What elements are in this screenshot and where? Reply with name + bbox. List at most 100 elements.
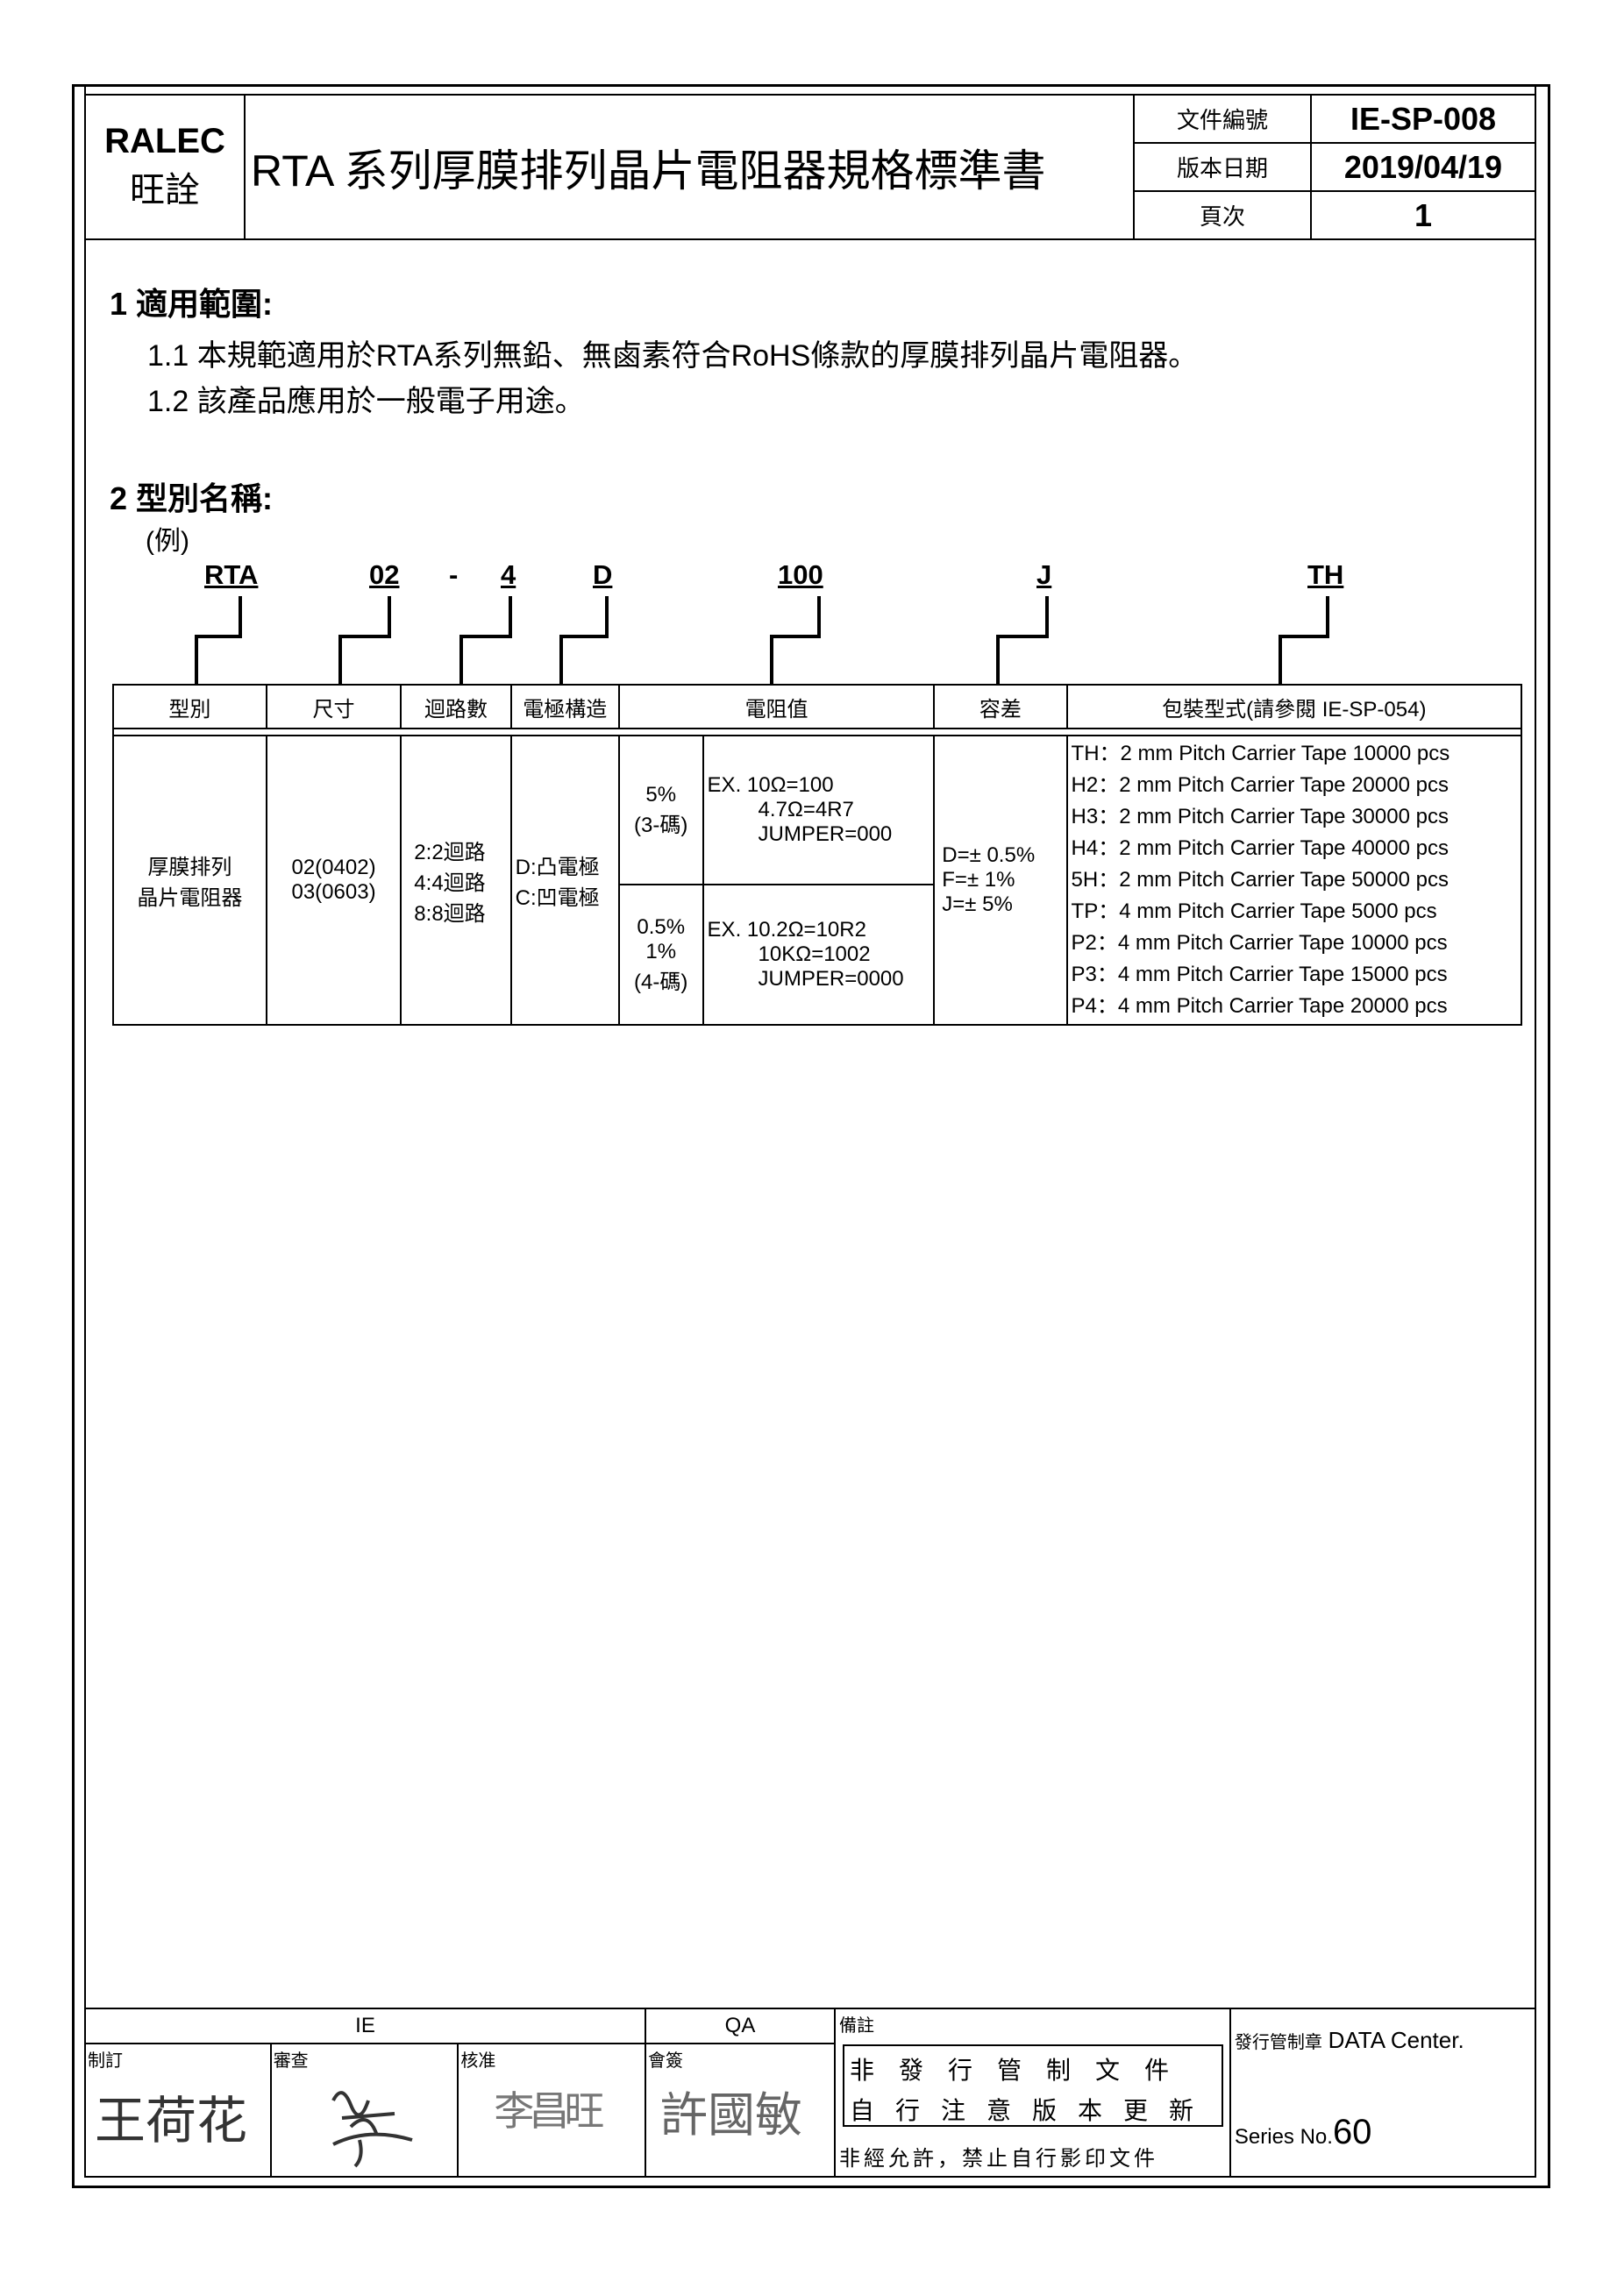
- circuit-2: 2:2迴路: [414, 840, 486, 864]
- cell-type: 厚膜排列 晶片電阻器: [112, 735, 267, 1026]
- page-inner-frame: [84, 84, 1536, 2176]
- section-2-title: 2 型別名稱:: [110, 480, 274, 516]
- notice-line-1: 非發行管制文件: [849, 2057, 1193, 2084]
- pack-p4: P4：4 mm Pitch Carrier Tape 20000 pcs: [1071, 994, 1448, 1018]
- pack-tp: TP：4 mm Pitch Carrier Tape 5000 pcs: [1071, 899, 1437, 923]
- review-cell: 審查: [269, 2043, 459, 2178]
- qa-label: QA: [645, 2008, 836, 2044]
- th-circuits: 迴路數: [400, 684, 512, 729]
- doc-title-cell: RTA 系列厚膜排列晶片電阻器規格標準書: [244, 94, 1135, 240]
- series-number: 60: [1332, 2113, 1372, 2151]
- series-label: Series No.: [1234, 2125, 1333, 2149]
- pack-th: TH：2 mm Pitch Carrier Tape 10000 pcs: [1071, 742, 1450, 765]
- doc-header: RALEC 旺詮 RTA 系列厚膜排列晶片電阻器規格標準書 文件編號 IE-SP…: [84, 94, 1536, 240]
- company-name-cn: 旺詮: [130, 171, 200, 210]
- cell-res-5-ex: EX. 10Ω=100 4.7Ω=4R7 JUMPER=000: [702, 735, 936, 885]
- pack-p3: P3：4 mm Pitch Carrier Tape 15000 pcs: [1071, 963, 1448, 986]
- res-1-ex-3: JUMPER=0000: [758, 967, 904, 991]
- code-electrode: D: [593, 559, 613, 590]
- res-1-pct: 1%: [645, 939, 677, 963]
- cell-packaging: TH：2 mm Pitch Carrier Tape 10000 pcs H2：…: [1065, 735, 1523, 1026]
- made-cell: 制訂 王荷花: [84, 2043, 272, 2178]
- electrode-concave: C:凹電極: [515, 886, 600, 910]
- code-series: RTA: [204, 559, 259, 590]
- res-1-ex-2: 10KΩ=1002: [758, 942, 871, 966]
- company-logo: RALEC 旺詮: [84, 94, 246, 240]
- signature-approve: 李昌旺: [494, 2087, 604, 2135]
- th-tolerance: 容差: [933, 684, 1068, 729]
- tol-j: J=± 5%: [942, 892, 1013, 916]
- version-date-label: 版本日期: [1133, 142, 1312, 192]
- pack-h2: H2：2 mm Pitch Carrier Tape 20000 pcs: [1071, 773, 1449, 797]
- stamp-label: 發行管制章: [1234, 2033, 1322, 2052]
- th-resistance: 電阻值: [617, 684, 936, 729]
- code-resistance: 100: [778, 559, 823, 590]
- sign-label: 會簽: [648, 2051, 684, 2071]
- res-5-ex-3: JUMPER=000: [758, 822, 893, 846]
- th-packaging: 包裝型式(請參閱 IE-SP-054): [1065, 684, 1523, 729]
- section-1-item-2: 1.2 該產品應用於一般電子用途。: [147, 385, 585, 418]
- page-label: 頁次: [1133, 190, 1312, 240]
- th-electrode: 電極構造: [509, 684, 620, 729]
- section-1-title: 1 適用範圍:: [110, 286, 274, 322]
- res-4-digit: (4-碼): [634, 970, 688, 994]
- th-size: 尺寸: [265, 684, 402, 729]
- type-line-2: 晶片電阻器: [137, 886, 243, 910]
- doc-no-label: 文件編號: [1133, 94, 1312, 144]
- cell-circuits: 2:2迴路 4:4迴路 8:8迴路: [400, 735, 512, 1026]
- ie-label: IE: [83, 2008, 647, 2044]
- pack-p2: P2：4 mm Pitch Carrier Tape 10000 pcs: [1071, 931, 1448, 955]
- res-5-pct: 5%: [645, 782, 677, 807]
- pack-5h: 5H：2 mm Pitch Carrier Tape 50000 pcs: [1071, 868, 1449, 892]
- company-name-en: RALEC: [104, 122, 225, 160]
- signature-review: [331, 2091, 413, 2168]
- res-5-ex-1: EX. 10Ω=100: [707, 773, 834, 797]
- page-frame: [72, 84, 1550, 2188]
- res-5-ex-2: 4.7Ω=4R7: [758, 798, 854, 821]
- tol-f: F=± 1%: [942, 868, 1015, 892]
- version-date: 2019/04/19: [1310, 142, 1536, 192]
- sign-cell: 會簽 許國敏: [645, 2043, 836, 2178]
- signature-sign: 許國敏: [660, 2087, 803, 2143]
- notice-line-2: 自行注意版本更新: [849, 2097, 1214, 2124]
- notice-box: 非發行管制文件 自行注意版本更新: [842, 2044, 1223, 2127]
- code-dash: -: [449, 559, 459, 590]
- type-line-1: 厚膜排列: [147, 856, 232, 879]
- page-number: 1: [1310, 190, 1536, 240]
- circuit-8: 8:8迴路: [414, 901, 486, 926]
- code-packaging: TH: [1307, 559, 1344, 590]
- doc-title: RTA 系列厚膜排列晶片電阻器規格標準書: [251, 146, 1046, 195]
- cell-res-1-tol: 0.5% 1% (4-碼): [617, 884, 704, 1026]
- section-1-item-1: 1.1 本規範適用於RTA系列無鉛、無鹵素符合RoHS條款的厚膜排列晶片電阻器。: [147, 339, 1199, 373]
- signature-made: 王荷花: [95, 2091, 248, 2150]
- review-label: 審查: [273, 2051, 309, 2071]
- example-label: (例): [146, 527, 189, 556]
- pack-h4: H4：2 mm Pitch Carrier Tape 40000 pcs: [1071, 836, 1449, 860]
- made-label: 制訂: [88, 2051, 123, 2071]
- spec-table: 型別 尺寸 迴路數 電極構造 電阻值 容差 包裝型式(請參閱 IE-SP-054…: [112, 684, 1523, 1026]
- code-size: 02: [369, 559, 400, 590]
- res-3-digit: (3-碼): [634, 813, 688, 837]
- stamp-cell: 發行管制章 DATA Center. Series No.60: [1229, 2008, 1537, 2178]
- notice-line-3: 非經允許，禁止自行影印文件: [838, 2147, 1158, 2171]
- remark-cell: 備註 非發行管制文件 自行注意版本更新 非經允許，禁止自行影印文件: [833, 2008, 1231, 2178]
- doc-no: IE-SP-008: [1310, 94, 1536, 144]
- cell-electrode: D:凸電極 C:凹電極: [509, 735, 620, 1026]
- code-tolerance: J: [1036, 559, 1052, 590]
- remark-label: 備註: [838, 2016, 874, 2036]
- th-type: 型別: [112, 684, 267, 729]
- approve-cell: 核准 李昌旺: [457, 2043, 647, 2178]
- pack-h3: H3：2 mm Pitch Carrier Tape 30000 pcs: [1071, 805, 1449, 828]
- cell-res-1-ex: EX. 10.2Ω=10R2 10KΩ=1002 JUMPER=0000: [702, 884, 936, 1026]
- electrode-convex: D:凸電極: [515, 856, 600, 879]
- size-0402: 02(0402): [291, 856, 376, 879]
- approval-footer: IE QA 備註 非發行管制文件 自行注意版本更新 非經允許，禁止自行影印文件 …: [83, 2008, 1537, 2178]
- data-center-label: DATA Center.: [1328, 2027, 1464, 2053]
- res-1-ex-1: EX. 10.2Ω=10R2: [707, 918, 866, 942]
- cell-size: 02(0402) 03(0603): [265, 735, 402, 1026]
- approve-label: 核准: [460, 2051, 496, 2071]
- cell-res-5-tol: 5% (3-碼): [617, 735, 704, 885]
- code-circuits: 4: [501, 559, 516, 590]
- circuit-4: 4:4迴路: [414, 871, 486, 895]
- tol-d: D=± 0.5%: [942, 843, 1036, 867]
